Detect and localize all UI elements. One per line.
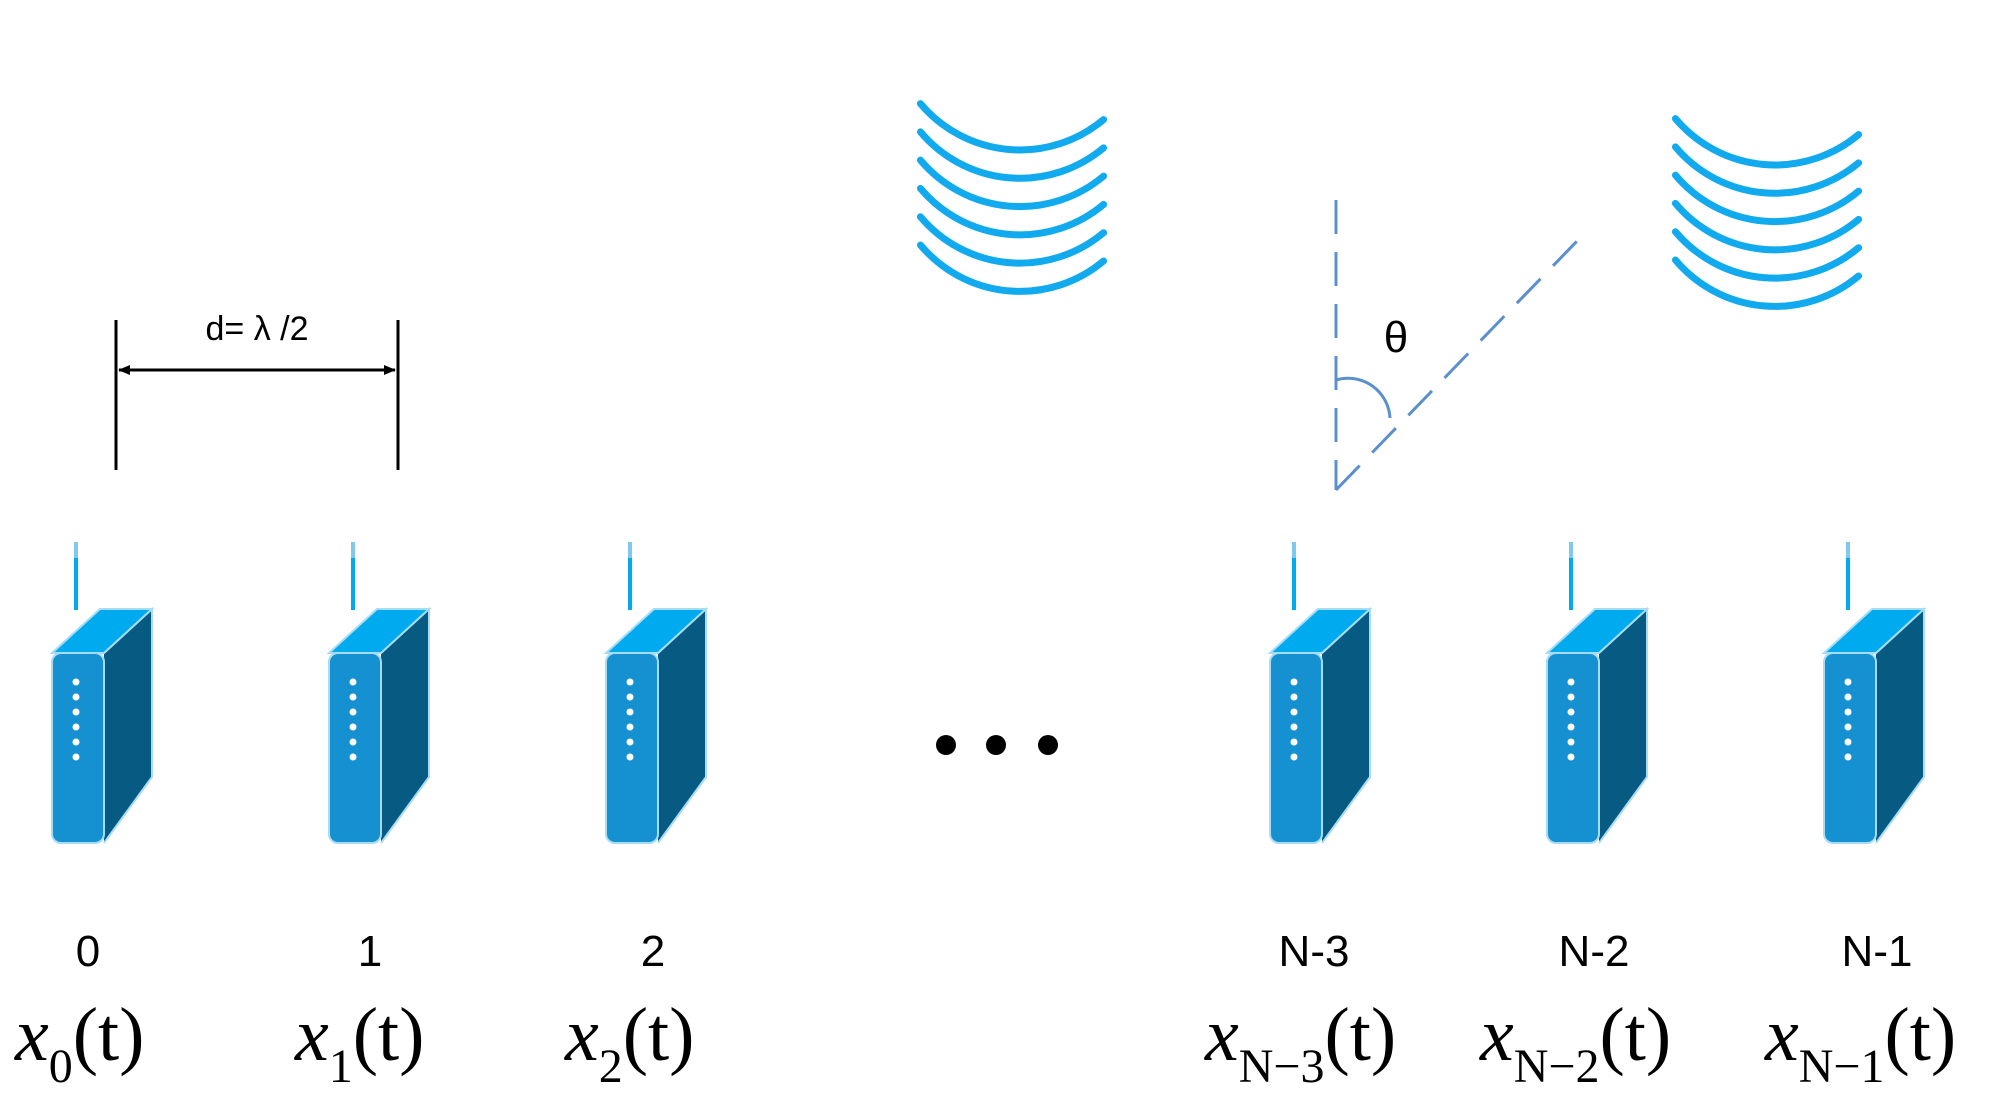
signal-wave-icon — [1671, 115, 1863, 310]
element-index-label: 2 — [641, 927, 665, 976]
spacing-dimension: d= λ /2 — [114, 310, 400, 470]
signal-wave-icon — [916, 100, 1108, 295]
element-signal-label: xN−3(t) — [1204, 993, 1396, 1093]
element-signal-labels: x0(t) x1(t) x2(t) xN−3(t) xN−2(t) xN−1(t) — [14, 993, 1956, 1093]
angle-label: θ — [1384, 313, 1408, 362]
element-signal-label: x1(t) — [294, 993, 424, 1093]
antenna-device-icon — [49, 542, 155, 844]
antenna-device-icon — [603, 542, 709, 844]
antenna-device-icon — [326, 542, 432, 844]
element-index-label: 1 — [358, 927, 382, 976]
antenna-device-icon — [1267, 542, 1373, 844]
antenna-array — [49, 542, 1927, 844]
incidence-angle-geometry: θ — [1334, 200, 1582, 492]
antenna-device-icon — [1821, 542, 1927, 844]
ellipsis: • • • — [936, 735, 1058, 761]
antenna-device-icon — [1544, 542, 1650, 844]
angle-arc — [1335, 376, 1392, 419]
element-signal-label: x0(t) — [14, 993, 144, 1093]
spacing-label: d= λ /2 — [205, 310, 308, 348]
element-index-label: N-3 — [1279, 927, 1350, 976]
element-signal-label: x2(t) — [564, 993, 694, 1093]
element-signal-label: xN−1(t) — [1764, 993, 1956, 1093]
element-index-label: N-2 — [1559, 927, 1630, 976]
element-signal-label: xN−2(t) — [1479, 993, 1671, 1093]
element-index-label: 0 — [76, 927, 100, 976]
ellipsis-text: • • • — [995, 759, 997, 761]
element-index-labels: 0 1 2 N-3 N-2 N-1 — [76, 927, 1913, 976]
element-index-label: N-1 — [1842, 927, 1913, 976]
